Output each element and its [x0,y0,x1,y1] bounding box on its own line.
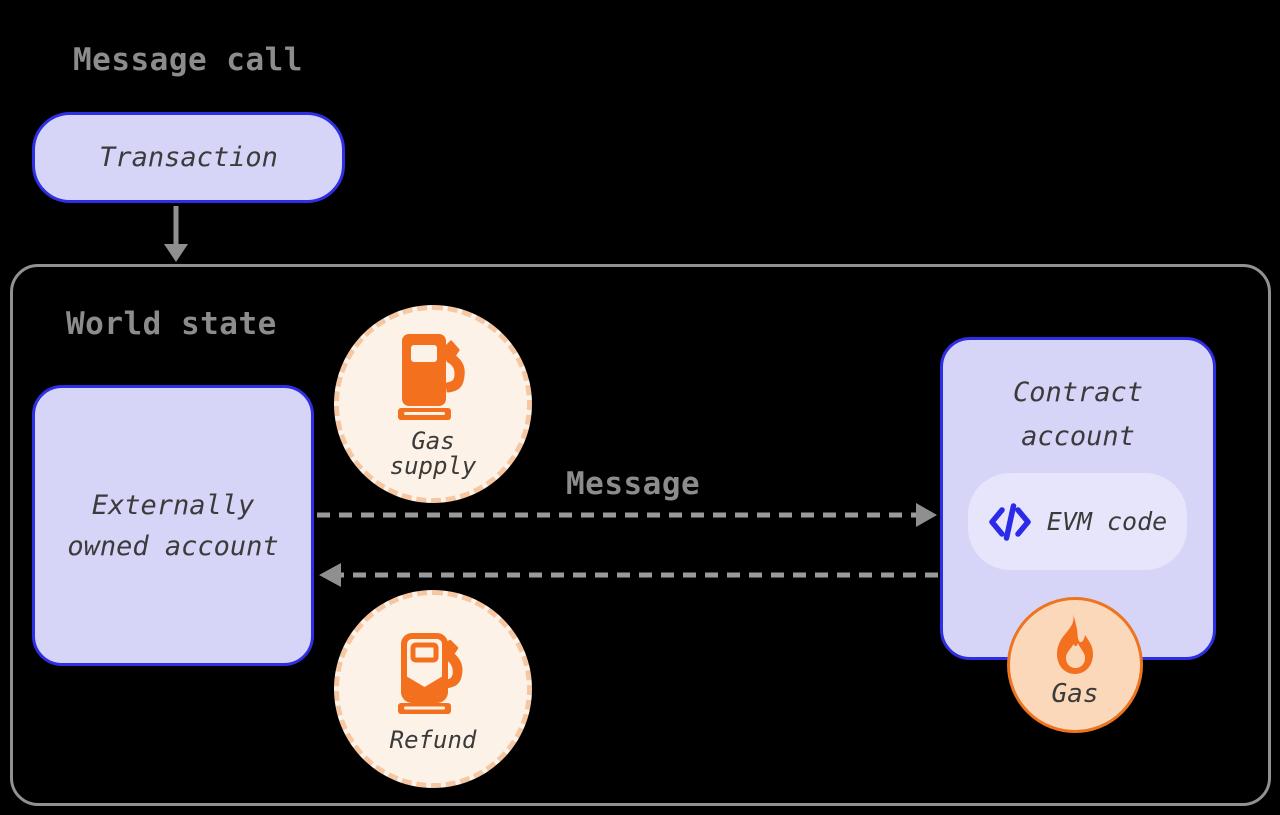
refund-node: Refund [334,590,532,788]
evm-code-pill: EVM code [968,473,1187,570]
gas-label: Gas [1051,679,1099,709]
eoa-node: Externally owned account [32,385,314,666]
contract-label-line1: Contract [1012,377,1144,408]
arrow-down-icon [164,206,188,262]
gas-supply-label-line2: supply [389,452,477,480]
gas-supply-label-line1: Gas [411,427,455,455]
message-flow-label: Message [566,466,701,502]
gas-pump-refund-icon [398,633,463,714]
code-icon [989,502,1031,541]
eoa-label-line1: Externally [91,489,255,521]
evm-code-label: EVM code [1046,507,1168,536]
gas-supply-label: Gas supply [390,429,477,479]
gas-pump-icon [398,334,465,420]
transaction-label: Transaction [99,142,278,173]
world-state-container [10,264,1271,806]
eoa-label-line2: owned account [67,530,279,562]
refund-label: Refund [389,726,477,754]
transaction-node: Transaction [32,112,345,203]
flame-icon [1057,614,1093,674]
world-state-label: World state [66,306,277,342]
contract-label-line2: account [1021,421,1135,452]
gas-supply-node: Gas supply [334,305,532,503]
diagram-title: Message call [73,42,303,78]
gas-node: Gas [1007,597,1143,733]
